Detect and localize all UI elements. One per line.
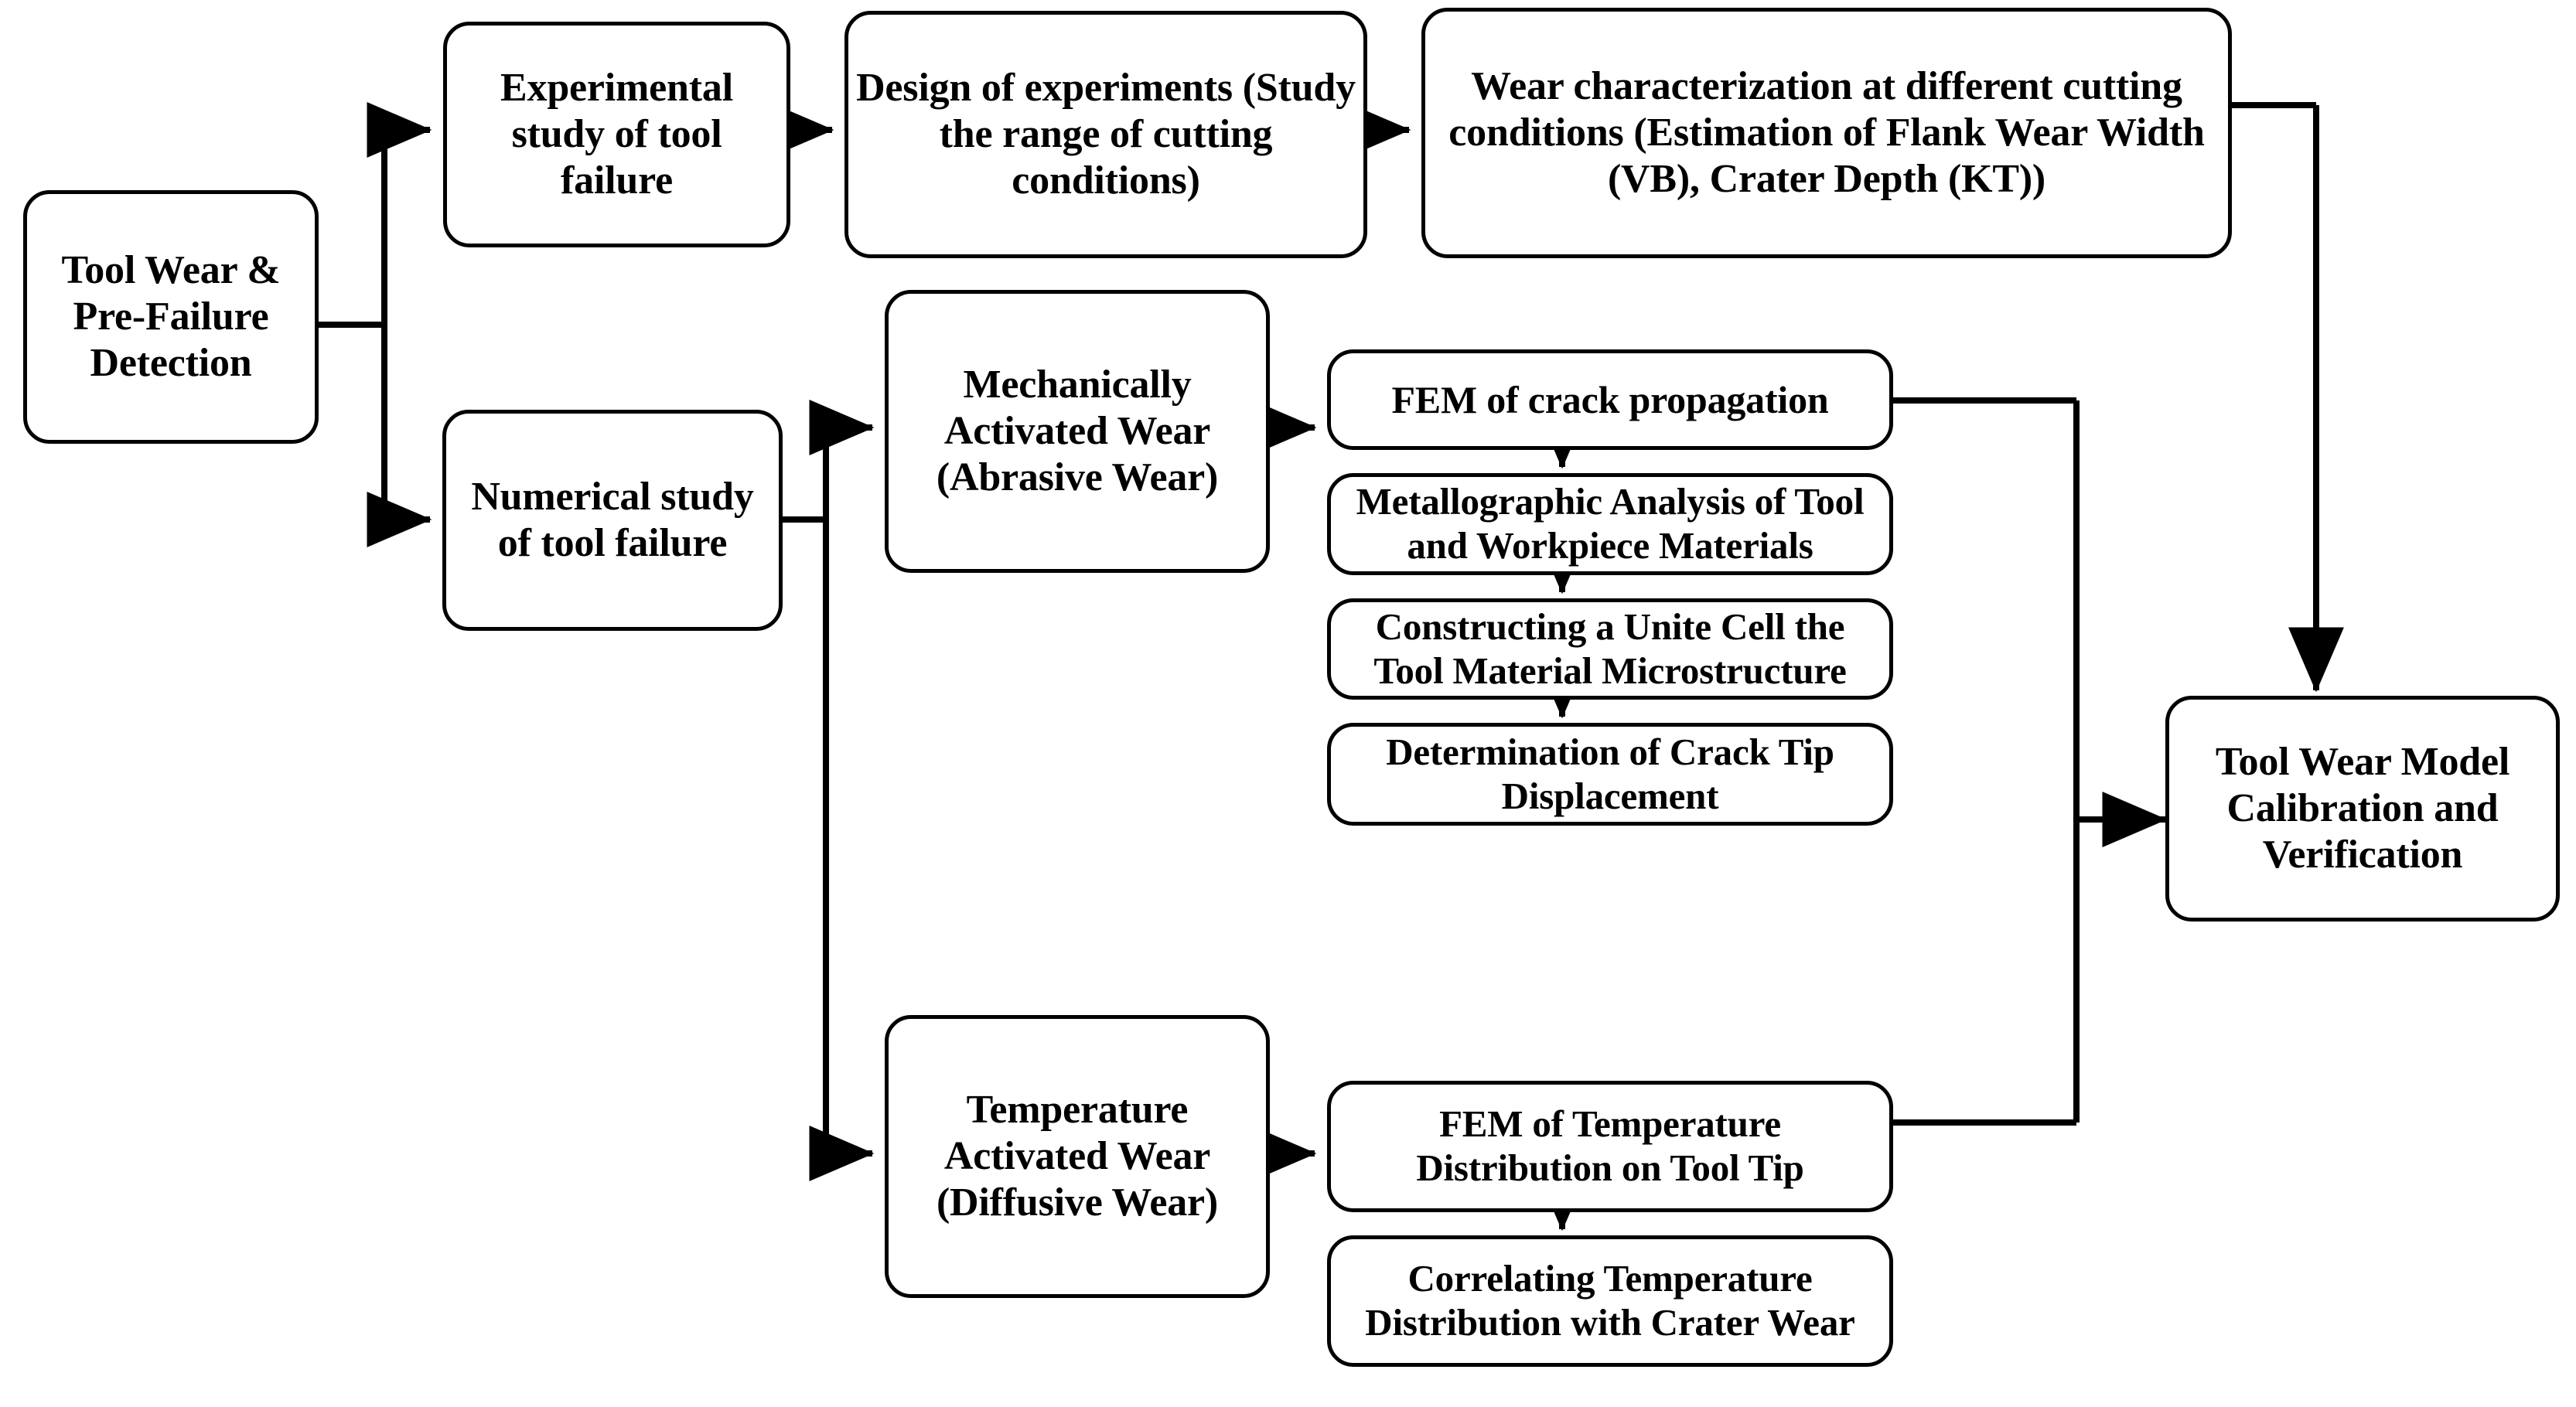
node-mechanical-wear[interactable]: Mechanically Activated Wear (Abrasive We… (885, 290, 1270, 573)
node-experimental-study-label: Experimental study of tool failure (500, 65, 733, 203)
node-calibration-verification-label: Tool Wear Model Calibration and Verifica… (2215, 739, 2510, 877)
node-temperature-wear-label: Temperature Activated Wear (Diffusive We… (936, 1087, 1219, 1225)
node-fem-temperature[interactable]: FEM of Temperature Distribution on Tool … (1327, 1081, 1893, 1212)
node-metallographic-analysis[interactable]: Metallographic Analysis of Tool and Work… (1327, 473, 1893, 575)
node-correlating-temperature[interactable]: Correlating Temperature Distribution wit… (1327, 1235, 1893, 1367)
node-temperature-wear[interactable]: Temperature Activated Wear (Diffusive We… (885, 1015, 1270, 1298)
node-experimental-study[interactable]: Experimental study of tool failure (443, 22, 790, 247)
node-fem-crack-propagation[interactable]: FEM of crack propagation (1327, 349, 1893, 450)
node-unit-cell[interactable]: Constructing a Unite Cell the Tool Mater… (1327, 598, 1893, 700)
node-crack-tip-displacement[interactable]: Determination of Crack Tip Displacement (1327, 723, 1893, 826)
node-fem-temperature-label: FEM of Temperature Distribution on Tool … (1416, 1102, 1804, 1189)
node-unit-cell-label: Constructing a Unite Cell the Tool Mater… (1373, 605, 1847, 692)
node-correlating-temperature-label: Correlating Temperature Distribution wit… (1365, 1257, 1855, 1344)
node-design-of-experiments[interactable]: Design of experiments (Study the range o… (844, 11, 1367, 258)
node-root[interactable]: Tool Wear & Pre-Failure Detection (23, 190, 319, 444)
node-fem-crack-propagation-label: FEM of crack propagation (1391, 378, 1829, 421)
node-wear-characterization[interactable]: Wear characterization at different cutti… (1421, 8, 2232, 258)
node-numerical-study[interactable]: Numerical study of tool failure (442, 410, 783, 631)
node-root-label: Tool Wear & Pre-Failure Detection (61, 247, 281, 386)
node-metallographic-analysis-label: Metallographic Analysis of Tool and Work… (1356, 480, 1865, 567)
node-calibration-verification[interactable]: Tool Wear Model Calibration and Verifica… (2165, 696, 2560, 922)
node-design-of-experiments-label: Design of experiments (Study the range o… (856, 65, 1356, 203)
node-wear-characterization-label: Wear characterization at different cutti… (1448, 63, 2205, 202)
node-numerical-study-label: Numerical study of tool failure (471, 474, 754, 565)
node-mechanical-wear-label: Mechanically Activated Wear (Abrasive We… (936, 362, 1219, 500)
node-crack-tip-displacement-label: Determination of Crack Tip Displacement (1386, 730, 1834, 817)
